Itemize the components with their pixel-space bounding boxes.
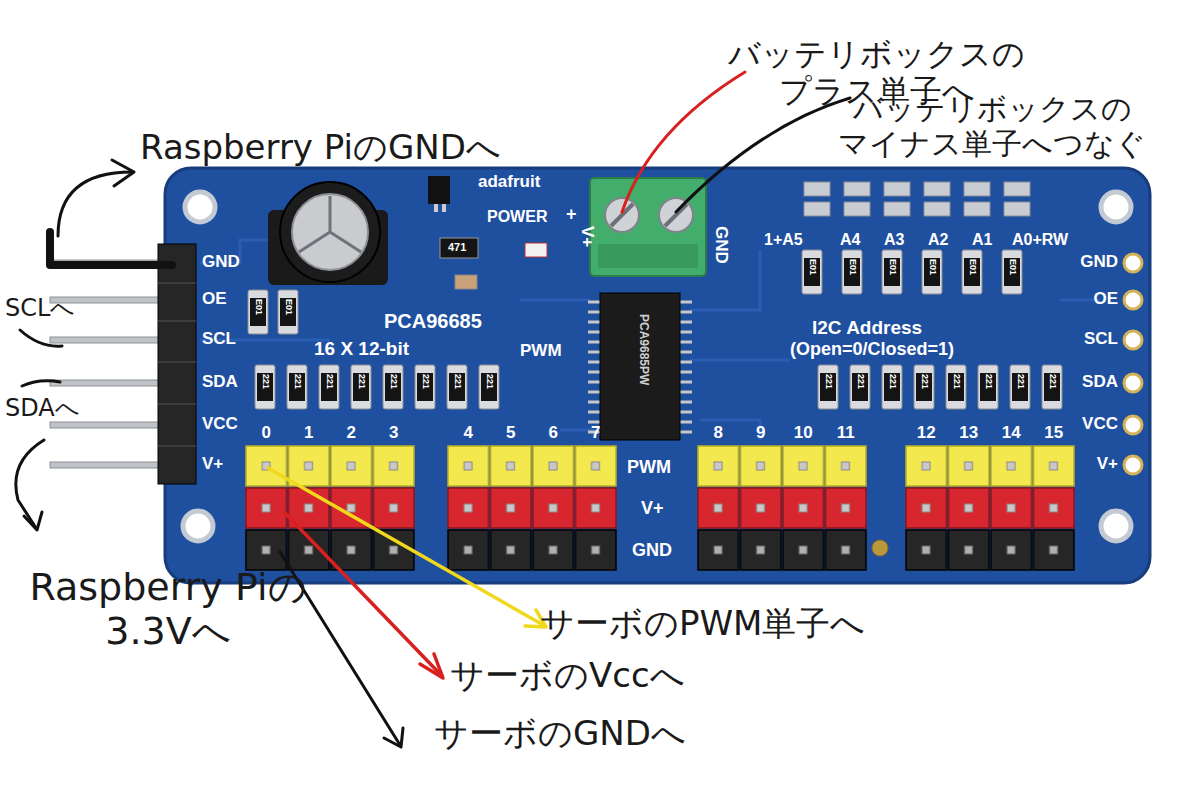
channel-number: 6 bbox=[549, 423, 558, 443]
resistor-code: 221 bbox=[1016, 374, 1026, 389]
channel-number: 0 bbox=[262, 423, 271, 443]
silkscreen-label: POWER bbox=[487, 208, 547, 226]
channel-number: 2 bbox=[347, 423, 356, 443]
channel-number: 13 bbox=[959, 423, 978, 443]
silkscreen-label: 16 X 12-bit bbox=[314, 338, 409, 360]
power-led bbox=[525, 243, 547, 257]
channel-number: 8 bbox=[714, 423, 723, 443]
resistor-code: 221 bbox=[357, 374, 367, 389]
resistor bbox=[248, 250, 1062, 409]
address-label: 1+A5 bbox=[764, 231, 803, 249]
resistor-code: E01 bbox=[888, 259, 898, 275]
resistor-code: 221 bbox=[325, 374, 335, 389]
transistor bbox=[428, 176, 450, 204]
header-pins bbox=[50, 244, 196, 484]
pin-label: SDA bbox=[1082, 372, 1118, 392]
pin-label: OE bbox=[202, 289, 227, 309]
channel-number: 4 bbox=[464, 423, 473, 443]
annotation-note: サーボのVccへ bbox=[450, 656, 685, 695]
pin-label: VCC bbox=[1082, 414, 1118, 434]
resistor-code: 221 bbox=[824, 374, 834, 389]
row-label: V+ bbox=[641, 498, 664, 519]
mounting-hole bbox=[183, 192, 1131, 541]
servo-header bbox=[245, 445, 1075, 571]
resistor-code: 221 bbox=[1048, 374, 1058, 389]
brand-name: adafruit bbox=[478, 172, 540, 192]
resistor-code: E01 bbox=[808, 259, 818, 275]
pwm-chip bbox=[588, 293, 692, 440]
annotation-note: Raspberry Piの 3.3Vへ bbox=[8, 566, 328, 653]
part-name: PCA96685 bbox=[384, 310, 482, 333]
channel-number: 15 bbox=[1044, 423, 1063, 443]
resistor-code: E01 bbox=[1008, 259, 1018, 275]
channel-number: 5 bbox=[506, 423, 515, 443]
resistor-code: 221 bbox=[453, 374, 463, 389]
annotation-note: サーボのGNDへ bbox=[434, 714, 686, 753]
pin-label: SDA bbox=[202, 372, 238, 392]
annotation-note: SDAへ bbox=[5, 395, 80, 423]
silkscreen-label: + bbox=[566, 204, 577, 225]
pin-label: SCL bbox=[1084, 329, 1118, 349]
silkscreen-label: (Open=0/Closed=1) bbox=[790, 339, 954, 360]
resistor bbox=[440, 238, 478, 258]
silkscreen-label: PWM bbox=[520, 341, 562, 361]
resistor-code: 221 bbox=[920, 374, 930, 389]
row-label: PWM bbox=[627, 457, 671, 478]
annotation-note: SCLへ bbox=[5, 295, 75, 323]
address-label: A1 bbox=[972, 231, 992, 249]
resistor-code: 221 bbox=[952, 374, 962, 389]
address-jumper bbox=[800, 180, 1040, 220]
resistor-code: 221 bbox=[888, 374, 898, 389]
silkscreen-label: I2C Address bbox=[812, 317, 922, 339]
resistor-code: 221 bbox=[421, 374, 431, 389]
resistor-code: 471 bbox=[448, 241, 466, 254]
pin-label: V+ bbox=[1097, 454, 1118, 474]
channel-number: 7 bbox=[591, 423, 600, 443]
row-label: GND bbox=[632, 540, 672, 561]
channel-number: 12 bbox=[917, 423, 936, 443]
resistor-code: E01 bbox=[968, 259, 978, 275]
channel-number: 11 bbox=[837, 423, 855, 443]
annotation-note: バッテリボックスの マイナス単子へつなぐ bbox=[838, 92, 1146, 161]
address-label: A3 bbox=[884, 231, 904, 249]
chip-marking: PCA9685PW bbox=[636, 314, 650, 385]
resistor-code: 221 bbox=[485, 374, 495, 389]
pin-label: OE bbox=[1093, 289, 1118, 309]
resistor-code: E01 bbox=[254, 299, 264, 315]
terminal-label: V+ bbox=[577, 226, 597, 247]
pin-label: GND bbox=[1080, 252, 1118, 272]
address-label: A0+RW bbox=[1012, 231, 1068, 249]
pin-label: VCC bbox=[202, 414, 238, 434]
channel-number: 14 bbox=[1002, 423, 1021, 443]
pin-label: V+ bbox=[202, 454, 223, 474]
pin-hole bbox=[1124, 254, 1142, 474]
electrolytic-capacitor bbox=[268, 182, 388, 285]
channel-number: 9 bbox=[756, 423, 765, 443]
annotation-note: サーボのPWM単子へ bbox=[540, 604, 865, 643]
resistor-code: E01 bbox=[284, 299, 294, 315]
channel-number: 3 bbox=[389, 423, 398, 443]
address-label: A2 bbox=[928, 231, 948, 249]
resistor-code: 221 bbox=[293, 374, 303, 389]
resistor-code: 221 bbox=[856, 374, 866, 389]
terminal-label: GND bbox=[711, 226, 731, 264]
address-label: A4 bbox=[840, 231, 860, 249]
channel-number: 10 bbox=[794, 423, 813, 443]
pin-label: GND bbox=[202, 252, 240, 272]
resistor-code: 221 bbox=[389, 374, 399, 389]
annotation-note: Raspberry PiのGNDへ bbox=[140, 128, 501, 167]
resistor-code: E01 bbox=[848, 259, 858, 275]
resistor-code: 221 bbox=[984, 374, 994, 389]
pin-label: SCL bbox=[202, 329, 236, 349]
pcb-board bbox=[165, 168, 1150, 583]
channel-number: 1 bbox=[304, 423, 313, 443]
terminal-block bbox=[590, 178, 706, 276]
resistor-code: E01 bbox=[928, 259, 938, 275]
resistor-code: 221 bbox=[261, 374, 271, 389]
